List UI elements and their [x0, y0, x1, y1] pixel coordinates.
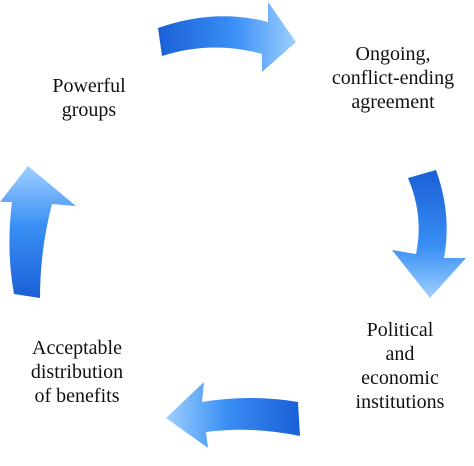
node-line: Political — [366, 319, 434, 341]
arrow-top — [158, 2, 296, 72]
node-agreement: Ongoing, conflict-ending agreement — [318, 42, 468, 114]
node-line: groups — [61, 99, 117, 121]
node-line: Powerful — [52, 75, 126, 97]
node-benefits: Acceptable distribution of benefits — [2, 336, 152, 408]
node-line: agreement — [351, 91, 435, 113]
node-line: Acceptable — [32, 337, 122, 359]
arrow-right — [392, 170, 466, 298]
node-line: institutions — [355, 391, 445, 413]
arrow-bottom — [166, 382, 300, 448]
node-line: of benefits — [34, 385, 120, 407]
node-line: Ongoing, — [355, 43, 431, 65]
node-line: conflict-ending — [331, 67, 455, 89]
node-powerful-groups: Powerful groups — [14, 74, 164, 122]
node-line: economic — [361, 367, 439, 389]
node-line: distribution — [30, 361, 124, 383]
node-institutions: Political and economic institutions — [330, 318, 470, 414]
node-line: and — [385, 343, 415, 365]
arrow-left — [0, 166, 76, 298]
